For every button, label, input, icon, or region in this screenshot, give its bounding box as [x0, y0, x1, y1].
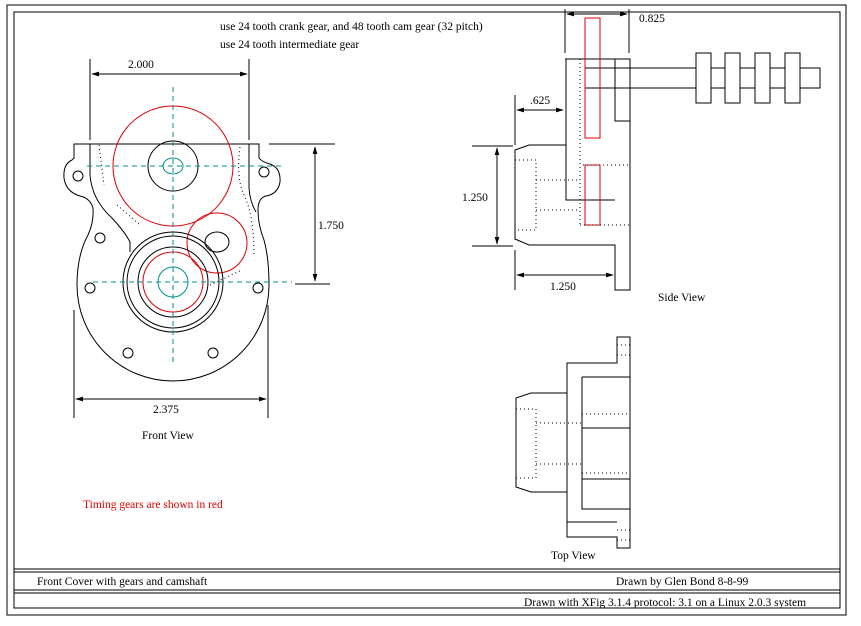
side-view-label: Side View	[658, 292, 706, 304]
dim-2000: 2.000	[128, 59, 154, 71]
title-block-software: Drawn with XFig 3.1.4 protocol: 3.1 on a…	[524, 597, 806, 609]
cover-inner-outline	[89, 144, 257, 252]
crank-gear-side	[584, 164, 601, 226]
note-gears: use 24 tooth crank gear, and 48 tooth ca…	[220, 21, 483, 33]
side-view: 0.825 .625 1.250 1.250 Side View	[462, 9, 821, 304]
note-red-gears: Timing gears are shown in red	[83, 499, 223, 511]
dim-0625: .625	[530, 95, 550, 107]
cam-gear-side	[584, 17, 601, 139]
dim-1250-length: 1.250	[550, 281, 576, 293]
front-view-label: Front View	[142, 430, 195, 442]
title-block-title: Front Cover with gears and camshaft	[37, 576, 208, 588]
front-view: 2.000 1.750 2.375 Front View	[63, 59, 344, 442]
note-intermediate: use 24 tooth intermediate gear	[220, 39, 359, 51]
top-view: Top View	[515, 336, 631, 562]
cover-outline	[63, 143, 281, 382]
dim-1250-height: 1.250	[462, 192, 488, 204]
title-block-author: Drawn by Glen Bond 8-8-99	[616, 576, 748, 588]
intermediate-gear	[186, 212, 248, 274]
drawing-frame	[6, 4, 847, 616]
dim-1750: 1.750	[318, 220, 344, 232]
top-view-label: Top View	[551, 550, 596, 562]
dim-0825: 0.825	[639, 13, 665, 25]
dim-2375: 2.375	[153, 404, 179, 416]
